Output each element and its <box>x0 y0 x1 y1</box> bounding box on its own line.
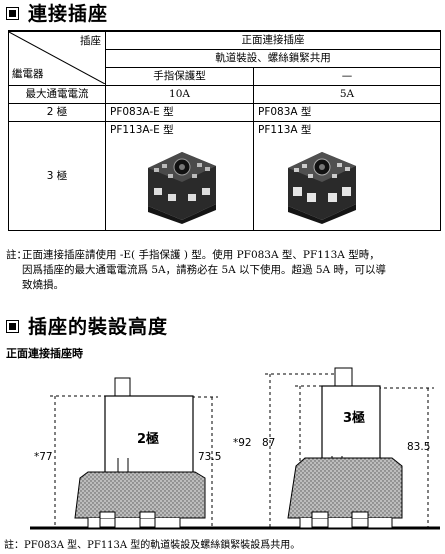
row-3pole-label: 3 極 <box>8 121 106 231</box>
socket-spec-table: 插座 繼電器 正面連接插座 軌道裝設、螺絲鎖緊共用 手指保護型 — 最大通電電流… <box>8 30 441 231</box>
section-marker-icon <box>6 7 19 20</box>
note-line-2: 因爲插座的最大通電電流爲 5A，請務必在 5A 以下使用。超過 5A 時，可以導 <box>22 264 386 276</box>
col2-current: 5A <box>253 85 441 104</box>
col1-3pole-model: PF113A-E 型 <box>110 124 174 136</box>
col2-3pole-cell: PF113A 型 <box>253 121 441 231</box>
dim-left-height: 73.5 <box>198 451 222 463</box>
dim-right-inner: 87 <box>262 437 276 449</box>
col1-3pole-cell: PF113A-E 型 <box>105 121 254 231</box>
note-line-1: 正面連接插座請使用 -E( 手指保護 ) 型。使用 PF083A 型、PF113… <box>22 249 380 261</box>
label-3pole: 3極 <box>343 411 366 426</box>
col1-current: 10A <box>105 85 254 104</box>
row-2pole-label: 2 極 <box>8 103 106 122</box>
socket-photo-standard <box>288 152 356 224</box>
socket-note: 註： 正面連接插座請使用 -E( 手指保護 ) 型。使用 PF083A 型、PF… <box>6 248 438 293</box>
col2-type: — <box>253 67 441 86</box>
diagonal-line <box>9 32 105 84</box>
header-socket-label: 插座 <box>80 35 101 47</box>
section-subtitle: 正面連接插座時 <box>6 347 83 360</box>
col1-2pole-model: PF083A-E 型 <box>105 103 254 122</box>
relay-2pole-drawing <box>50 377 218 529</box>
section-title-sockets: 連接插座 <box>28 3 109 25</box>
mount-type-header: 軌道裝設、螺絲鎖緊共用 <box>105 49 441 68</box>
section-title-mount-height: 插座的裝設高度 <box>28 316 169 338</box>
row-current-label: 最大通電電流 <box>8 85 106 104</box>
col2-2pole-model: PF083A 型 <box>253 103 441 122</box>
dim-left-total: *77 <box>34 451 53 463</box>
note-prefix: 註： <box>6 249 27 261</box>
section-marker-icon <box>6 320 19 333</box>
col2-3pole-model: PF113A 型 <box>258 124 312 136</box>
mount-height-diagram <box>30 367 440 530</box>
table-corner-cell: 插座 繼電器 <box>8 30 106 86</box>
header-relay-label: 繼電器 <box>12 68 44 80</box>
note-line-3: 致燒損。 <box>22 279 64 291</box>
dim-right-height: 83.5 <box>407 441 431 453</box>
col-group-header: 正面連接插座 <box>105 30 441 50</box>
dim-right-total: *92 <box>233 437 252 449</box>
label-2pole: 2極 <box>137 432 160 447</box>
socket-photo-finger-guard <box>148 152 216 224</box>
mount-footnote: 註：PF083A 型、PF113A 型的軌道裝設及螺絲鎖緊裝設爲共用。 <box>4 540 301 551</box>
col1-type: 手指保護型 <box>105 67 254 86</box>
relay-3pole-drawing <box>265 367 434 529</box>
